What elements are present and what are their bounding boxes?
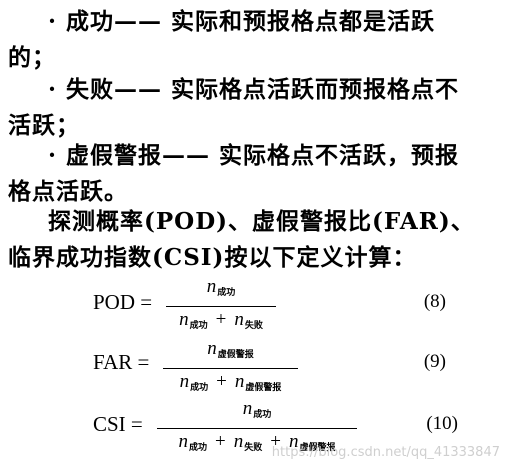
formula-far: FAR = n虚假警报 n成功+n虚假警报 (9): [0, 338, 506, 398]
equation-number: (9): [423, 351, 446, 372]
paragraph-line: · 虚假警报—— 实际格点不活跃，预报: [48, 142, 460, 169]
formula-denominator: n成功+n虚假警报: [179, 371, 282, 393]
formula-fraction: n虚假警报 n成功+n虚假警报: [163, 338, 298, 399]
paragraph-line: 探测概率(POD)、虚假警报比(FAR)、: [48, 208, 475, 235]
formula-csi: CSI = n成功 n成功+n失败+n虚假警报 (10): [0, 398, 506, 458]
paragraph-failure: · 失败—— 实际格点活跃而预报格点不 活跃；: [0, 72, 506, 144]
paragraph-line: 的；: [8, 44, 56, 71]
paragraph-line: · 成功—— 实际和预报格点都是活跃: [48, 8, 436, 35]
paragraph-line: 临界成功指数(CSI)按以下定义计算：: [8, 244, 417, 271]
formula-numerator: n虚假警报: [207, 338, 254, 360]
fraction-bar: [166, 306, 276, 307]
paragraph-line: · 失败—— 实际格点活跃而预报格点不: [48, 76, 460, 103]
formula-pod: POD = n成功 n成功+n失败 (8): [0, 276, 506, 336]
formula-numerator: n成功: [242, 398, 272, 420]
watermark-url: https://blog.csdn.net/qq_41333847: [271, 445, 500, 460]
fraction-bar: [157, 428, 357, 429]
formula-lhs: POD =: [93, 290, 153, 314]
formula-numerator: n成功: [206, 276, 236, 298]
formula-denominator: n成功+n失败: [179, 309, 263, 331]
paragraph-definitions-intro: 探测概率(POD)、虚假警报比(FAR)、 临界成功指数(CSI)按以下定义计算…: [0, 204, 506, 276]
formula-lhs: FAR =: [93, 350, 150, 374]
paragraph-line: 格点活跃。: [8, 178, 128, 205]
equation-number: (10): [426, 413, 458, 434]
formula-fraction: n成功 n成功+n失败+n虚假警报: [157, 398, 357, 459]
formula-denominator: n成功+n失败+n虚假警报: [178, 431, 336, 453]
paragraph-line: 活跃；: [8, 112, 80, 139]
paragraph-success: · 成功—— 实际和预报格点都是活跃 的；: [0, 4, 506, 76]
fraction-bar: [163, 368, 298, 369]
formula-fraction: n成功 n成功+n失败: [166, 276, 276, 337]
formula-lhs: CSI =: [93, 412, 143, 436]
paragraph-false-alarm: · 虚假警报—— 实际格点不活跃，预报 格点活跃。: [0, 138, 506, 210]
equation-number: (8): [423, 291, 446, 312]
